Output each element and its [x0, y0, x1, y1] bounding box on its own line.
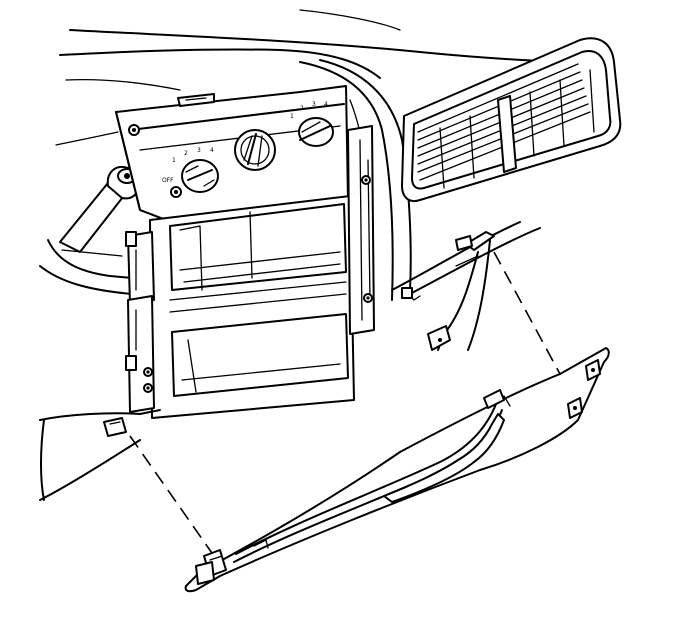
- right-hinge-bracket: [427, 231, 495, 351]
- left-lower-dash: [39, 409, 161, 501]
- fan-off-label: OFF: [162, 177, 174, 184]
- fan-scale-1: 1: [172, 157, 176, 164]
- radio-cavity-frame: [149, 195, 355, 419]
- guide-line-right: [493, 251, 561, 375]
- right-dash-lower: [391, 221, 541, 301]
- right-mounting-bracket: [347, 125, 375, 335]
- fan-speed-scale: 1 2 3 4 OFF: [162, 147, 214, 184]
- lower-trim-cover: [184, 347, 610, 593]
- temp-scale-2: 2: [300, 105, 304, 112]
- left-dash-section: [39, 239, 133, 295]
- temperature-scale: 1 2 3 4: [290, 101, 328, 120]
- air-outlet-vent: [401, 37, 622, 202]
- mode-knob[interactable]: [234, 129, 276, 171]
- fan-speed-knob[interactable]: [181, 159, 219, 193]
- fan-scale-3: 3: [197, 147, 201, 154]
- temp-scale-4: 4: [324, 101, 328, 108]
- guide-line-left: [129, 435, 215, 557]
- fan-scale-2: 2: [184, 150, 188, 157]
- indicator-button[interactable]: [170, 186, 182, 198]
- temperature-knob[interactable]: [298, 117, 334, 147]
- temp-scale-3: 3: [312, 101, 316, 108]
- assembly-guide-lines: [129, 251, 561, 557]
- left-mounting-bracket: [125, 231, 155, 413]
- temp-scale-1: 1: [290, 113, 294, 120]
- fan-scale-4: 4: [210, 147, 214, 154]
